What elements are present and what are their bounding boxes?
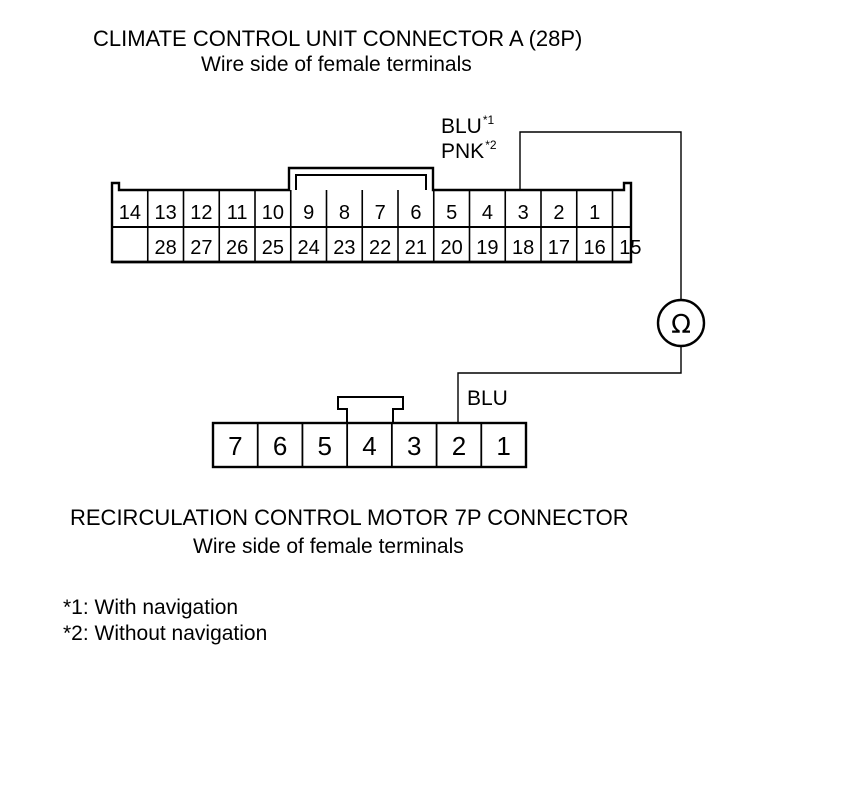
connector-b-lock-tab — [337, 396, 404, 423]
pin-2: 2 — [553, 202, 564, 224]
pin-9: 9 — [303, 202, 314, 224]
pin-27: 27 — [190, 237, 212, 259]
pin-19: 19 — [476, 237, 498, 259]
pin-6: 6 — [273, 431, 287, 461]
pin-17: 17 — [548, 237, 570, 259]
wire-label-pnk-a: PNK*2 — [441, 138, 497, 163]
pin-2: 2 — [452, 431, 466, 461]
footnote-2: *2: Without navigation — [63, 622, 268, 645]
pin-3: 3 — [407, 431, 421, 461]
pin-13: 13 — [155, 202, 177, 224]
connector-b-body — [211, 421, 528, 469]
pin-1: 1 — [496, 431, 510, 461]
pin-23: 23 — [333, 237, 355, 259]
footnote-ref-2: *2 — [485, 138, 497, 152]
connector-b-title: RECIRCULATION CONTROL MOTOR 7P CONNECTOR — [70, 505, 629, 530]
ohmmeter-icon: Ω — [656, 298, 706, 348]
connector-b-subtitle: Wire side of female terminals — [193, 535, 464, 558]
wire-color-blu: BLU — [441, 115, 482, 138]
wire-to-pin-2 — [457, 346, 682, 423]
connector-a-title: CLIMATE CONTROL UNIT CONNECTOR A (28P) — [93, 26, 583, 51]
pin-7: 7 — [375, 202, 386, 224]
connector-b — [211, 396, 528, 469]
pin-8: 8 — [339, 202, 350, 224]
pin-20: 20 — [441, 237, 463, 259]
connector-a-cells — [146, 190, 614, 262]
connector-a-lock-tab — [295, 174, 427, 190]
pin-5: 5 — [318, 431, 332, 461]
footnote-ref-1: *1 — [482, 113, 495, 127]
pin-4: 4 — [362, 431, 376, 461]
test-lead-wire — [457, 131, 682, 423]
pin-7: 7 — [228, 431, 242, 461]
pin-6: 6 — [410, 202, 421, 224]
pin-26: 26 — [226, 237, 248, 259]
pin-1: 1 — [589, 202, 600, 224]
wire-color-pnk: PNK — [441, 140, 485, 163]
connector-a — [110, 166, 633, 264]
pin-22: 22 — [369, 237, 391, 259]
pin-5: 5 — [446, 202, 457, 224]
pin-14: 14 — [119, 202, 141, 224]
wire-label-blu-a: BLU*1 — [441, 113, 495, 138]
wire-label-blu-b: BLU — [467, 387, 508, 410]
pin-28: 28 — [155, 237, 177, 259]
pin-21: 21 — [405, 237, 427, 259]
connector-a-body — [110, 166, 633, 264]
connector-b-cells — [256, 423, 483, 467]
pin-3: 3 — [518, 202, 529, 224]
wire-to-pin-3 — [519, 131, 682, 300]
pin-15: 15 — [619, 237, 641, 259]
pin-16: 16 — [584, 237, 606, 259]
ohm-symbol: Ω — [671, 310, 691, 340]
pin-24: 24 — [298, 237, 320, 259]
connector-a-subtitle: Wire side of female terminals — [201, 53, 472, 76]
pin-4: 4 — [482, 202, 493, 224]
pin-12: 12 — [190, 202, 212, 224]
pin-10: 10 — [262, 202, 284, 224]
pin-18: 18 — [512, 237, 534, 259]
pin-11: 11 — [227, 202, 248, 224]
footnote-1: *1: With navigation — [63, 596, 239, 619]
pin-25: 25 — [262, 237, 284, 259]
